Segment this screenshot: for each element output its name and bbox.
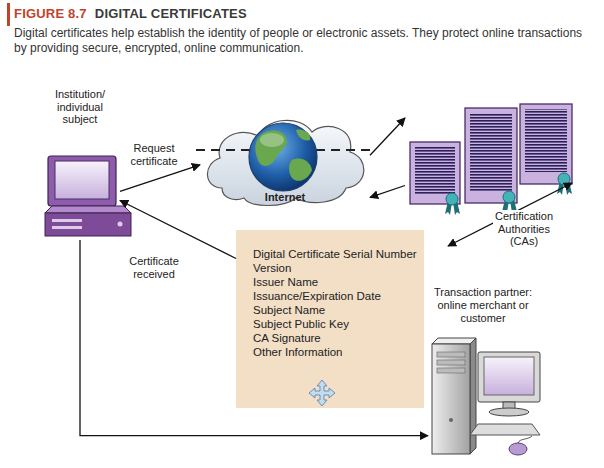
subject-computer: Institution/ individual subject	[40, 88, 120, 240]
node-label: CA Signature	[253, 331, 421, 345]
certification-authorities: Certification Authorities (CAs)	[405, 100, 580, 250]
node-text-group: Internet	[200, 191, 370, 204]
node-label: Version	[253, 261, 421, 275]
drive-slot	[52, 219, 82, 222]
monitor-stand	[503, 402, 515, 410]
monitor-frame	[478, 352, 540, 402]
connector-arrow	[370, 118, 405, 155]
seal-ribbon	[557, 181, 564, 195]
certificate-contents-box: Digital Certificate Serial NumberVersion…	[236, 230, 424, 408]
figure-title: DIGITAL CERTIFICATES	[95, 6, 247, 21]
transaction-partner: Transaction partner: online merchant or …	[428, 286, 555, 458]
connector-arrow	[120, 165, 200, 192]
seal-rosette	[558, 173, 570, 185]
node-label: Other Information	[253, 345, 421, 359]
certificate-sheet	[410, 142, 460, 204]
connector-arrow	[120, 200, 236, 258]
seal-ribbon	[453, 201, 460, 215]
node-label: Internet	[200, 191, 370, 204]
monitor-base	[489, 408, 529, 416]
figure-number: FIGURE 8.7	[14, 6, 87, 21]
certificate-sheet	[520, 104, 572, 184]
node-label: Issuer Name	[253, 275, 421, 289]
node-label: Subject Name	[253, 303, 421, 317]
node-label: Transaction partner: online merchant or …	[428, 286, 538, 325]
keyboard	[470, 424, 540, 435]
node-text-group: Transaction partner: online merchant or …	[428, 286, 538, 325]
certificate-text-lines	[470, 113, 512, 191]
certificate-seal	[557, 173, 572, 195]
node-text-group: Institution/ individual subject	[47, 88, 113, 126]
certificate-seal	[445, 193, 460, 215]
monitor-screen	[484, 357, 534, 395]
cpu-top	[45, 206, 131, 213]
certificate-sheet	[465, 108, 517, 203]
node-text-group: Certification Authorities (CAs)	[493, 210, 555, 248]
certificate-text-lines	[525, 109, 567, 172]
power-button	[118, 222, 123, 227]
node-label: Institution/ individual subject	[47, 88, 113, 126]
server-tower	[432, 344, 470, 454]
title-accent-bar	[7, 3, 10, 26]
seal-rosette	[446, 193, 458, 205]
monitor-frame	[48, 156, 116, 206]
node-label: Certification Authorities (CAs)	[493, 210, 555, 248]
server-workstation-art	[432, 338, 540, 455]
internet-cloud: Internet	[200, 112, 370, 208]
figure-caption: Digital certificates help establish the …	[14, 26, 596, 56]
mouse-cord	[518, 436, 532, 443]
monitor-screen	[55, 161, 109, 199]
seal-ribbon	[445, 201, 452, 215]
tower-side	[470, 338, 476, 454]
cpu-case	[45, 213, 131, 236]
certificate-text-lines	[415, 147, 455, 194]
seal-ribbon	[565, 181, 572, 195]
node-text-group: Digital Certificate Serial NumberVersion…	[253, 247, 421, 359]
node-label: Subject Public Key	[253, 317, 421, 331]
node-label: Issuance/Expiration Date	[253, 289, 421, 303]
drive-bay	[437, 360, 465, 365]
mouse	[509, 443, 527, 455]
connector-label: Certificate received	[122, 255, 186, 281]
drive-bay	[437, 352, 465, 357]
certificate-stack-art	[410, 104, 572, 215]
connector-label: Request certificate	[124, 142, 184, 168]
connector-arrow	[370, 186, 405, 198]
seal-rosette	[503, 191, 515, 203]
drive-bay	[437, 368, 465, 373]
tower-top	[432, 338, 476, 344]
drive-slot	[52, 226, 82, 229]
subject-computer-art	[45, 156, 131, 236]
figure-heading: FIGURE 8.7 DIGITAL CERTIFICATES	[14, 6, 247, 21]
node-label: Digital Certificate Serial Number	[253, 247, 421, 261]
power-button	[449, 418, 453, 422]
